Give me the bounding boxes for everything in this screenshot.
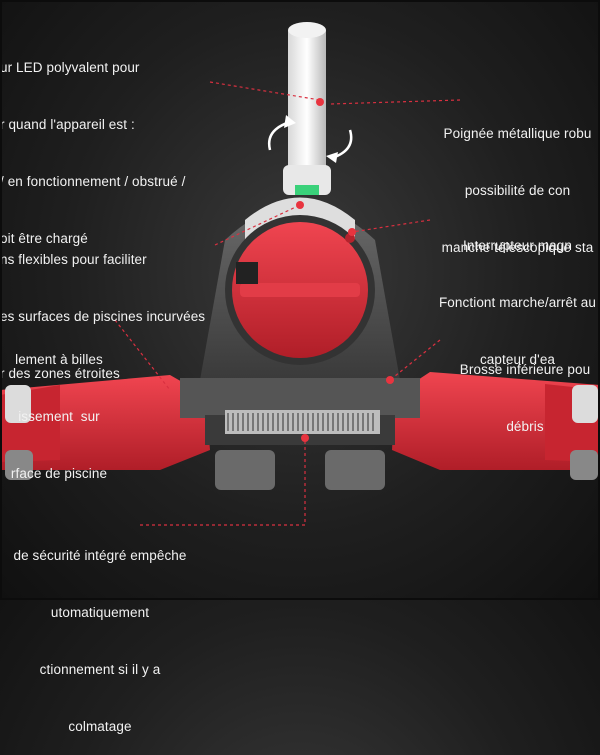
led-line-4: oit être chargé	[0, 231, 88, 246]
callout-handle: Poignée métallique robu possibilité de c…	[430, 86, 600, 276]
safety-line-1: de sécurité intégré empêche	[13, 548, 187, 563]
safety-line-2: utomatiquement	[50, 605, 150, 620]
led-line-2: r quand l'appareil est :	[0, 117, 135, 132]
image-frame	[0, 0, 600, 600]
bottom-brush	[225, 410, 380, 434]
bearing-line-3: rface de piscine	[10, 466, 108, 481]
handle-line-2: possibilité de con	[464, 183, 571, 198]
switch-line-2: Fonctiont marche/arrêt au	[438, 295, 597, 310]
right-wing	[392, 372, 600, 480]
callout-led-indicator: ur LED polyvalent pour r quand l'apparei…	[0, 20, 185, 267]
pool-cleaner-illustration	[0, 22, 600, 526]
callout-flexible-wheels: ns flexibles pour faciliter es surfaces …	[0, 212, 205, 402]
left-wing	[0, 375, 210, 480]
callout-dots	[296, 98, 394, 442]
rotation-arrows-icon	[267, 115, 353, 163]
led-line-1: ur LED polyvalent pour	[0, 60, 140, 75]
switch-line-3: capteur d'ea	[479, 352, 556, 367]
handle-line-1: Poignée métallique robu	[443, 126, 592, 141]
bearing-line-2: issement sur	[18, 409, 100, 424]
handle-line-3: manche télescopique sta	[441, 240, 594, 255]
wheels-line-3: r des zones étroites	[0, 366, 120, 381]
switch-line-1: Interrupteur magn	[462, 238, 572, 253]
motor-cap	[225, 215, 375, 365]
bearing-line-1: lement à billes	[15, 352, 103, 367]
callout-ball-bearing: lement à billes issement sur rface de pi…	[0, 312, 118, 502]
safety-line-4: colmatage	[68, 719, 132, 734]
wheels-line-2: es surfaces de piscines incurvées	[0, 309, 206, 324]
brush-line-1: Brosse inférieure pou	[459, 362, 591, 377]
wheels-line-1: ns flexibles pour faciliter	[0, 252, 147, 267]
callout-lines	[114, 81, 461, 526]
callout-bottom-brush: Brosse inférieure pou débris	[445, 322, 600, 455]
callout-magnetic-switch: Interrupteur magn Fonctiont marche/arrêt…	[430, 198, 600, 388]
brush-line-2: débris	[506, 419, 544, 434]
safety-line-3: ctionnement si il y a	[39, 662, 161, 677]
